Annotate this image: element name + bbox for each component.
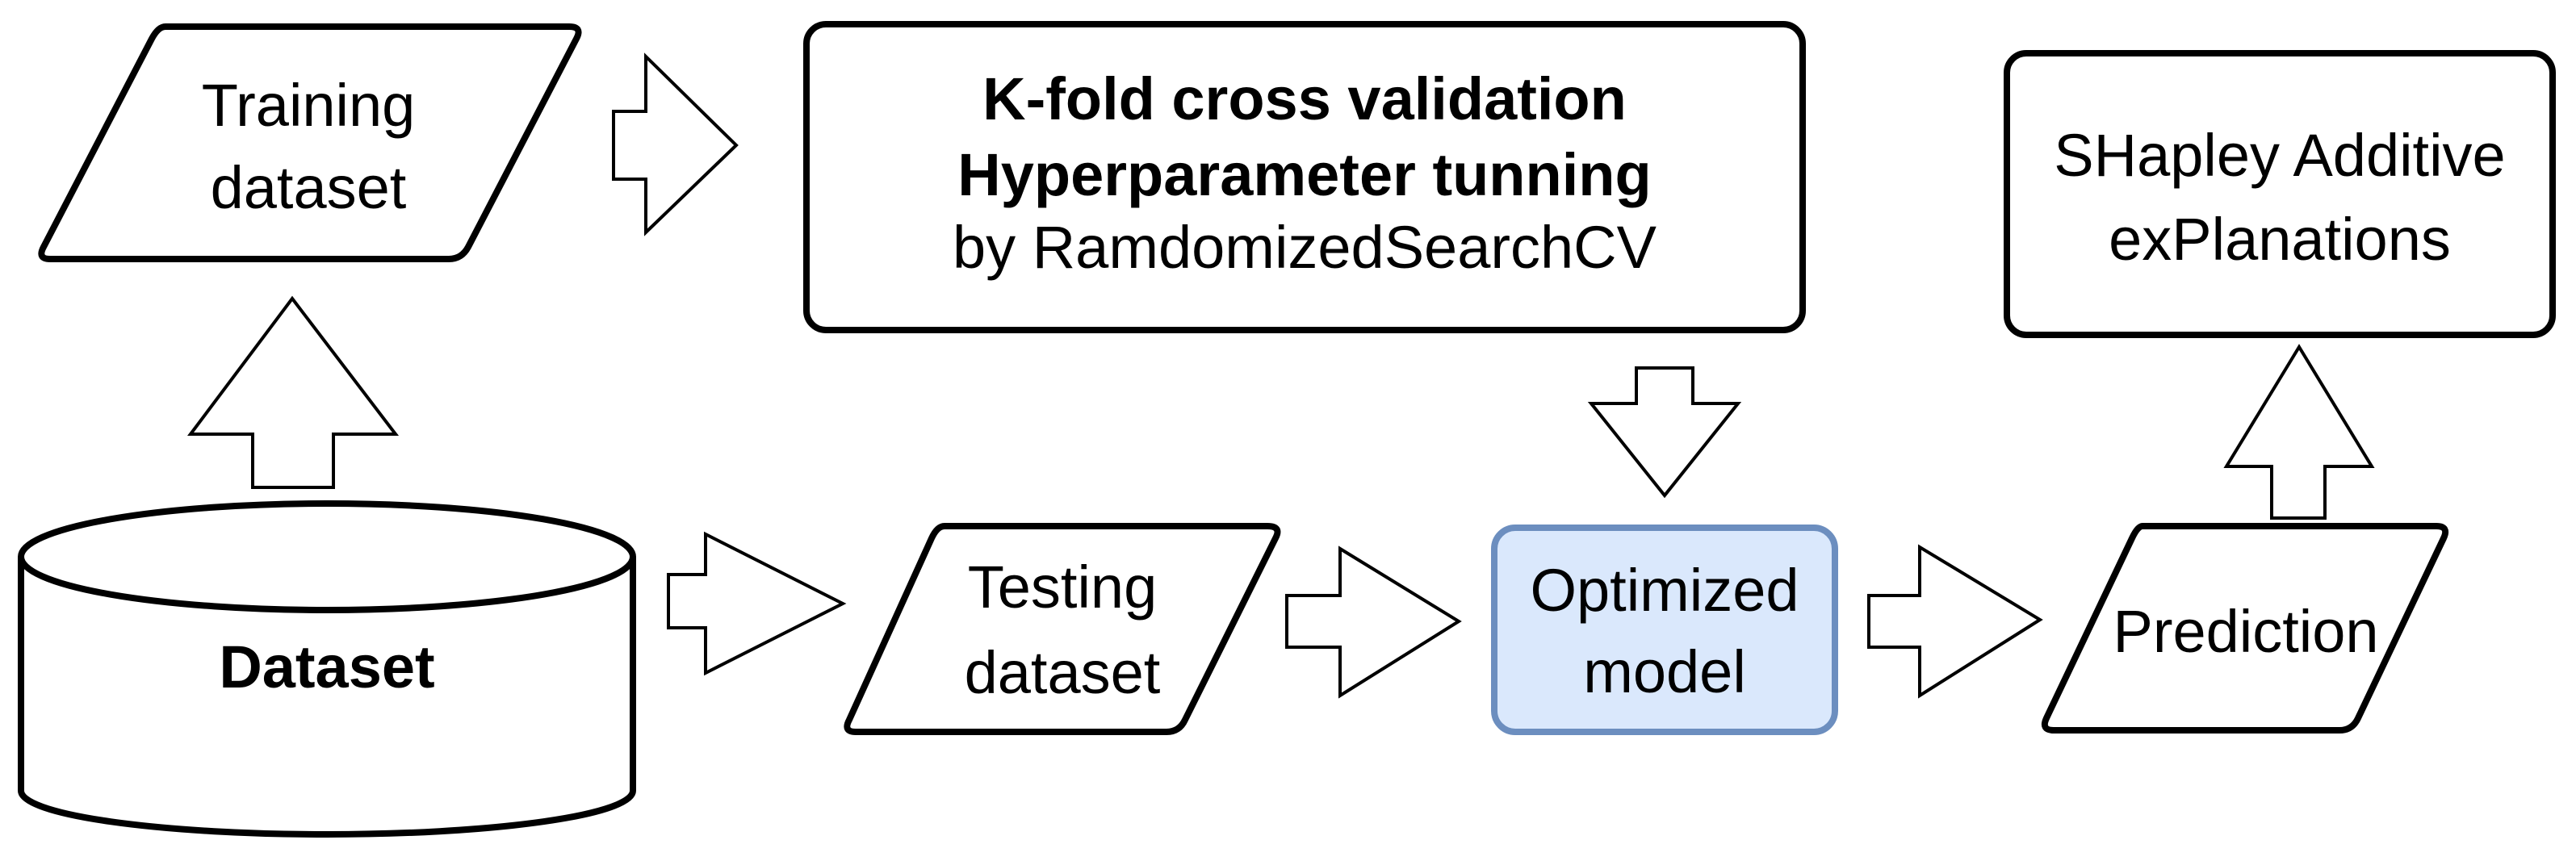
dataset-node: Dataset [18,500,636,838]
kfold-title-line2: Hyperparameter tunning [957,141,1651,208]
training-dataset-label-line2: dataset [211,154,407,221]
dataset-cylinder-body [18,557,636,838]
testing-dataset-label-line1: Testing [968,554,1157,621]
arrow-right-dataset-to-testing [667,531,847,676]
training-dataset-label-line1: Training [202,72,416,139]
prediction-shape [2041,523,2449,734]
dataset-label: Dataset [219,633,434,700]
training-dataset-node: Training dataset [38,23,582,262]
optimized-model-label-line1: Optimized [1530,557,1799,624]
dataset-cylinder-top [18,500,636,613]
prediction-node: Prediction [2041,523,2449,734]
training-dataset-shape [38,23,582,262]
kfold-subtitle: by RamdomizedSearchCV [953,214,1657,281]
arrow-up-dataset-to-training [187,295,400,489]
arrow-up-prediction-to-shap [2223,344,2375,520]
optimized-model-label-line2: model [1583,638,1746,705]
kfold-title-line1: K-fold cross validation [982,65,1627,132]
arrow-right-training-to-kfold [612,52,739,236]
arrow-right-testing-to-model [1285,545,1462,699]
arrow-down-kfold-to-model [1587,366,1742,499]
shap-box [2004,50,2556,338]
optimized-model-node: Optimized model [1491,525,1838,735]
prediction-label: Prediction [2113,598,2378,665]
testing-dataset-shape [844,523,1281,735]
testing-dataset-label-line2: dataset [965,639,1161,706]
shap-node: SHapley Additive exPlanations [2004,50,2556,338]
shap-label-line1: SHapley Additive [2054,122,2505,189]
arrow-right-model-to-prediction [1867,544,2043,699]
kfold-node: K-fold cross validation Hyperparameter t… [803,21,1806,333]
shap-label-line2: exPlanations [2109,206,2451,273]
optimized-model-box [1491,525,1838,735]
kfold-box [803,21,1806,333]
testing-dataset-node: Testing dataset [844,523,1281,735]
